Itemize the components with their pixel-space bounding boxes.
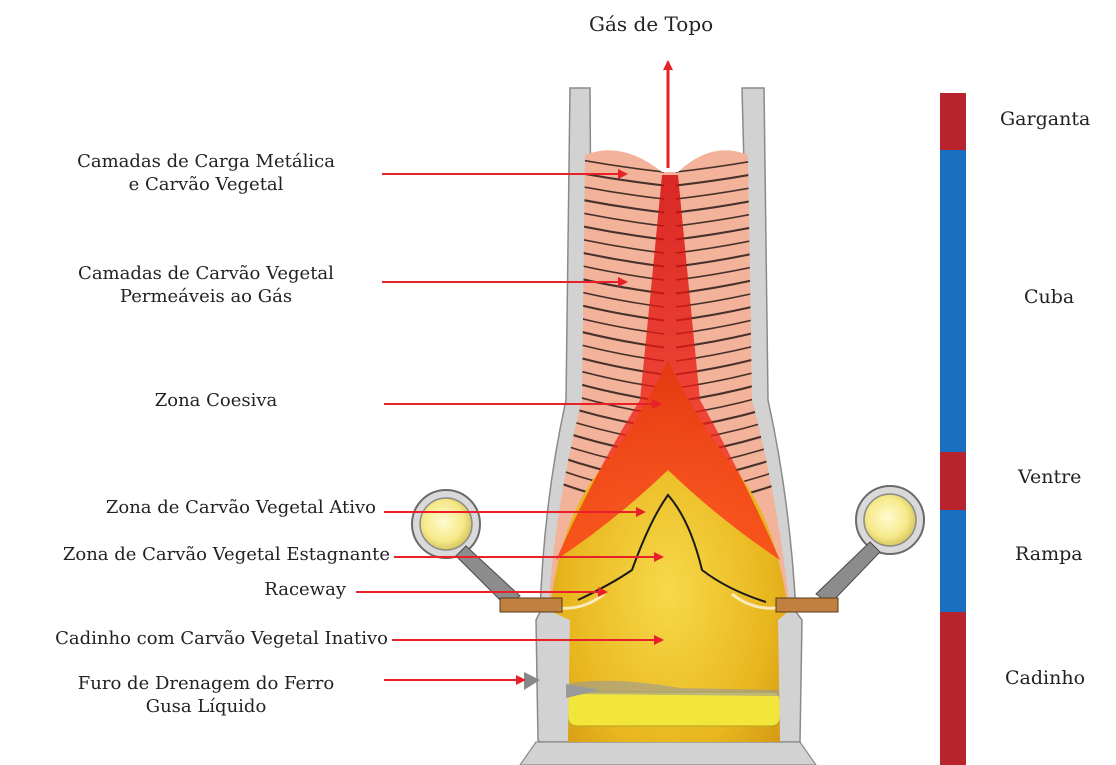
zone-label-rampa: Rampa [1015, 543, 1083, 565]
zone-label-cuba: Cuba [1024, 286, 1074, 308]
label-burden-layers-line-1: Camadas de Carga Metálica [56, 150, 356, 173]
zone-bar-cuba [940, 150, 966, 452]
label-permeable-coke-line-2: Permeáveis ao Gás [56, 285, 356, 308]
zone-label-ventre: Ventre [1018, 466, 1081, 488]
label-tap-hole-line-1: Furo de Drenagem do Ferro [56, 672, 356, 695]
hot-metal-pool [568, 692, 780, 726]
zone-bar-garganta [940, 93, 966, 150]
label-hearth-line-1: Cadinho com Carvão Vegetal Inativo [4, 627, 388, 650]
furnace-base [520, 742, 816, 765]
label-active-coke-line-1: Zona de Carvão Vegetal Ativo [20, 496, 376, 519]
label-hearth: Cadinho com Carvão Vegetal Inativo [4, 627, 388, 650]
zone-bar-ventre [940, 452, 966, 510]
zone-label-garganta: Garganta [1000, 108, 1090, 130]
zone-bar [940, 93, 966, 765]
tuyere-right [776, 486, 924, 612]
zone-bar-cadinho [940, 612, 966, 765]
top-gas-label: Gás de Topo [589, 13, 713, 36]
label-burden-layers-line-2: e Carvão Vegetal [56, 173, 356, 196]
label-permeable-coke: Camadas de Carvão Vegetal Permeáveis ao … [56, 262, 356, 308]
label-cohesive-zone: Zona Coesiva [96, 389, 336, 412]
label-cohesive-zone-line-1: Zona Coesiva [96, 389, 336, 412]
zone-bar-rampa [940, 510, 966, 612]
tuyere-left [412, 490, 562, 612]
label-tap-hole-line-2: Gusa Líquido [56, 695, 356, 718]
label-stagnant-coke-line-1: Zona de Carvão Vegetal Estagnante [4, 543, 390, 566]
zone-label-cadinho: Cadinho [1005, 667, 1085, 689]
label-active-coke: Zona de Carvão Vegetal Ativo [20, 496, 376, 519]
label-raceway: Raceway [200, 578, 346, 601]
label-raceway-line-1: Raceway [200, 578, 346, 601]
label-permeable-coke-line-1: Camadas de Carvão Vegetal [56, 262, 356, 285]
label-stagnant-coke: Zona de Carvão Vegetal Estagnante [4, 543, 390, 566]
label-burden-layers: Camadas de Carga Metálica e Carvão Veget… [56, 150, 356, 196]
label-tap-hole: Furo de Drenagem do Ferro Gusa Líquido [56, 672, 356, 718]
